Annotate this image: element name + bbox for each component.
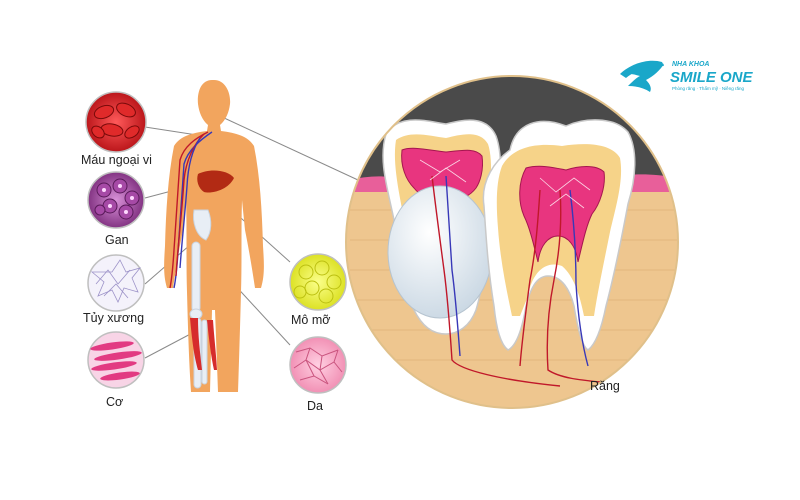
leg-muscle bbox=[190, 318, 202, 370]
bone-marrow-circle bbox=[87, 254, 145, 312]
left-crown-bulb bbox=[387, 185, 493, 319]
label-muscle: Cơ bbox=[106, 395, 123, 409]
label-fat: Mô mỡ bbox=[291, 313, 330, 327]
skin-cells-circle bbox=[289, 336, 347, 394]
liver-cells-circle bbox=[87, 171, 145, 229]
liver-organ bbox=[197, 170, 234, 193]
human-body-figure bbox=[164, 80, 264, 392]
tooth-cross-section bbox=[345, 75, 679, 409]
label-liver: Gan bbox=[105, 233, 129, 247]
brand-line2: SMILE ONE bbox=[670, 69, 754, 86]
blood-cells-circle bbox=[85, 91, 147, 153]
muscle-cells-circle bbox=[87, 331, 145, 389]
brand-tagline: Phòng răng · Thẩm mỹ · Niềng răng bbox=[672, 85, 744, 91]
brand-logo: NHA KHOA SMILE ONE Phòng răng · Thẩm mỹ … bbox=[620, 60, 754, 92]
label-skin: Da bbox=[307, 399, 323, 413]
label-peripheral-blood: Máu ngoại vi bbox=[81, 153, 152, 167]
blood-vessels bbox=[169, 131, 213, 289]
label-bone-marrow: Tủy xương bbox=[83, 311, 144, 325]
label-tooth: Răng bbox=[590, 379, 620, 393]
brand-line1: NHA KHOA bbox=[672, 61, 709, 68]
right-pulp bbox=[519, 165, 605, 263]
fat-cells-circle bbox=[289, 253, 347, 311]
